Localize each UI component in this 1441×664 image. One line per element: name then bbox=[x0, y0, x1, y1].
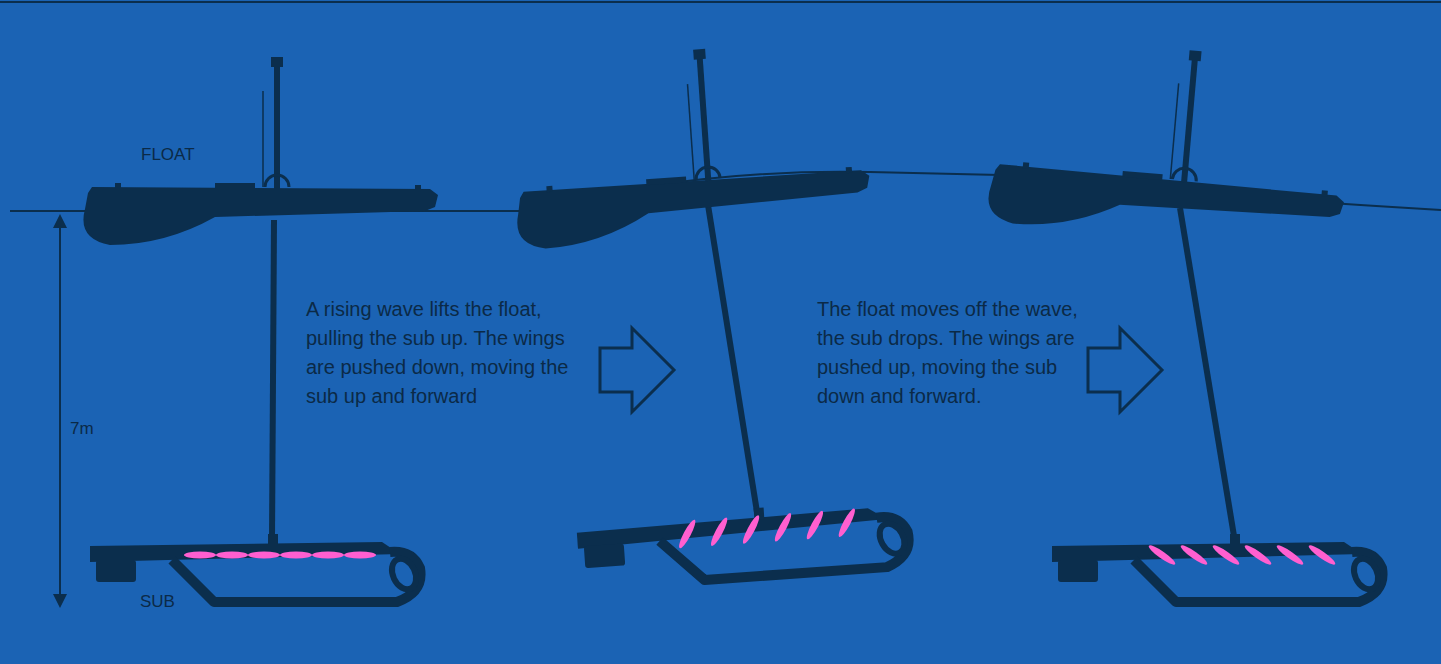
part-name: SUB bbox=[140, 591, 220, 613]
step-note: The float moves off the wave, the sub dr… bbox=[817, 295, 1079, 411]
part-name: FLOAT bbox=[141, 144, 261, 166]
dimension-label: 7m bbox=[70, 418, 130, 440]
step-note: A rising wave lifts the float, pulling t… bbox=[306, 295, 578, 411]
